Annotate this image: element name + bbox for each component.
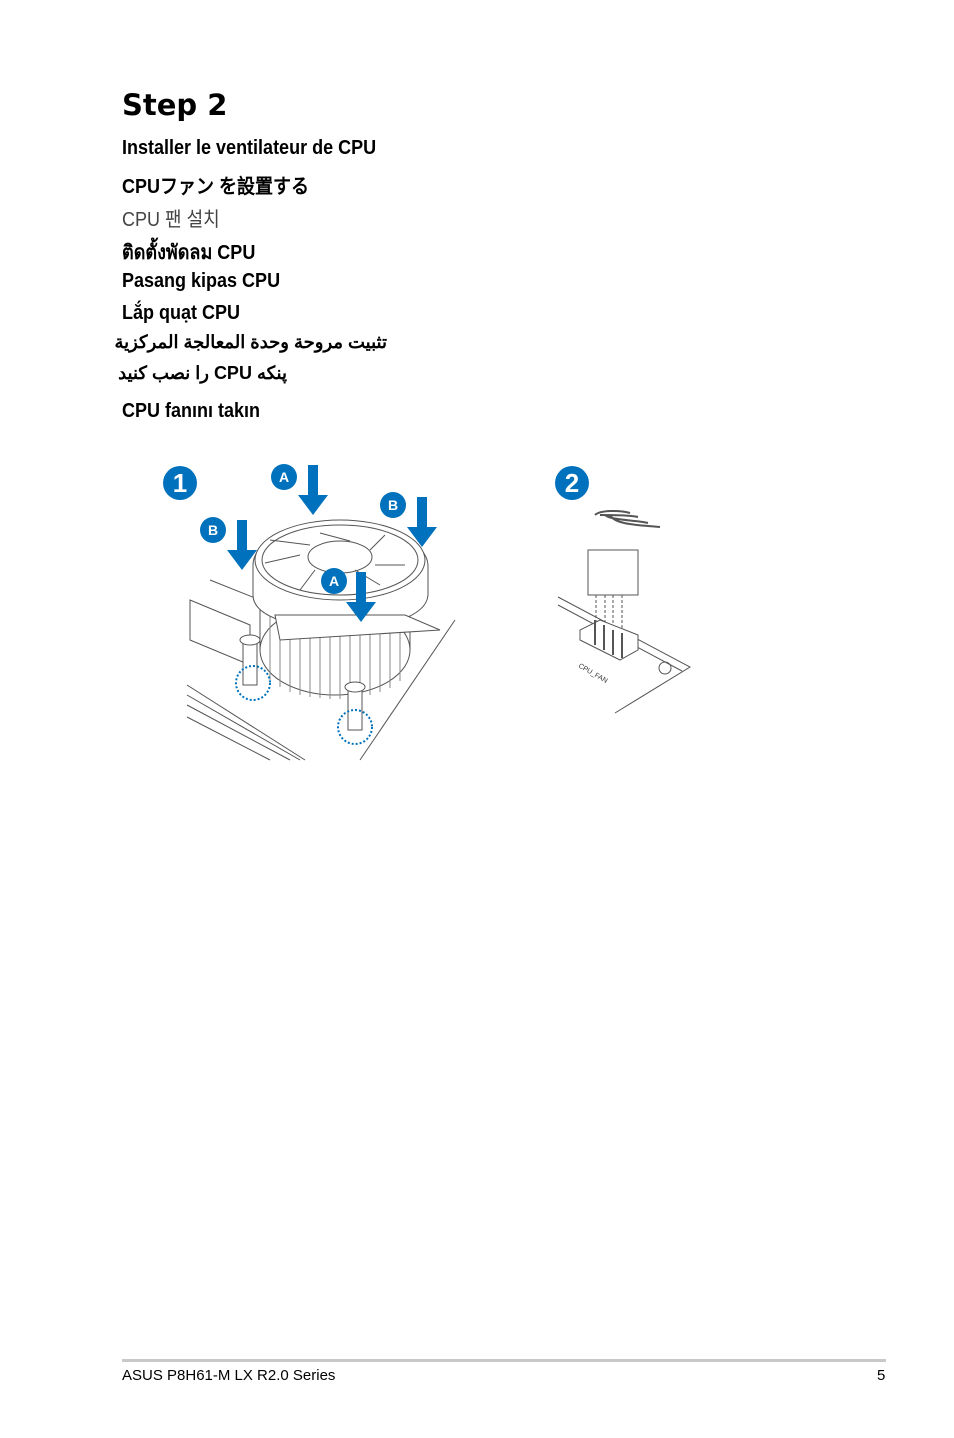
title-arabic: تثبيت مروحة وحدة المعالجة المركزية [114, 332, 387, 352]
arrow-down-icon [227, 520, 257, 570]
title-french: Installer le ventilateur de CPU [122, 137, 377, 159]
cpu-fan-installation-illustration: 1 2 A B B A CPU_FAN [163, 464, 692, 761]
page-number: 5 [877, 1367, 886, 1384]
footer-divider [122, 1359, 886, 1362]
label-b-badge [200, 517, 226, 543]
arrow-down-icon [346, 572, 376, 622]
cpu-fan-connector-label: CPU_FAN [577, 663, 608, 685]
arrow-down-icon [407, 497, 437, 547]
pin-highlight-circle [337, 709, 373, 745]
label-b: B [208, 522, 218, 538]
title-thai: ติดตั้งพัดลม CPU [122, 242, 256, 264]
footer-product-name: ASUS P8H61-M LX R2.0 Series [122, 1367, 336, 1384]
label-a-badge [271, 464, 297, 490]
title-japanese: CPUファン を設置する [122, 176, 310, 198]
step-2-badge [555, 466, 589, 500]
step-1-badge [163, 466, 197, 500]
step-2-number: 2 [565, 468, 579, 498]
title-turkish: CPU fanını takın [122, 400, 261, 422]
arrow-down-icon [298, 465, 328, 515]
label-a-badge [321, 568, 347, 594]
label-a: A [279, 469, 289, 485]
pin-highlight-circle [235, 665, 271, 701]
label-b: B [388, 497, 398, 513]
title-vietnamese: Lắp quạt CPU [122, 302, 241, 324]
title-indonesian: Pasang kipas CPU [122, 270, 281, 292]
label-a: A [329, 573, 339, 589]
page-title: Step 2 [122, 88, 228, 122]
title-korean: CPU 팬 설치 [122, 209, 220, 231]
label-b-badge [380, 492, 406, 518]
title-persian: پنکه CPU را نصب کنيد [118, 363, 287, 383]
step-1-number: 1 [173, 468, 187, 498]
